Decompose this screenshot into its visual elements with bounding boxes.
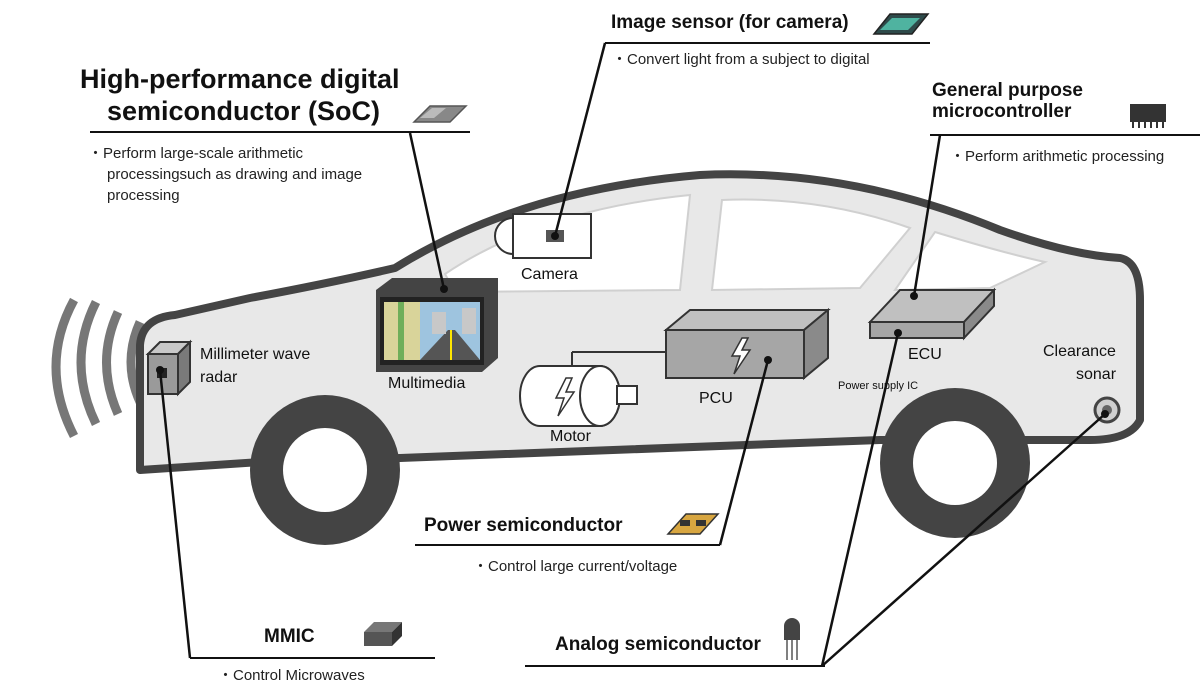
rear-wheel [880,388,1030,538]
mmic-description: ・Control Microwaves [218,667,365,684]
sonar-label-line2: sonar [1076,366,1117,383]
motor-component [519,351,665,427]
ecu-component [867,287,997,341]
radar-component [145,339,193,397]
navigation-screen-icon [376,278,498,372]
transistor-icon [784,618,800,660]
camera-component [494,213,592,259]
radar-label-line1: Millimeter wave [200,346,311,363]
pcu-label: PCU [699,390,733,407]
leader-lines [158,42,1106,667]
soc-desc-line3: processing [107,187,180,204]
chip-icon [364,622,402,646]
mcu-heading-line2: microcontroller [932,101,1072,122]
chip-icon [1130,104,1166,128]
multimedia-label: Multimedia [388,375,466,392]
heading-underlines [90,42,1200,667]
soc-desc-line2: processingsuch as drawing and image [107,166,363,183]
image-sensor-description: ・Convert light from a subject to digital [612,51,870,68]
motor-label: Motor [550,428,591,445]
power-heading: Power semiconductor [424,515,623,536]
camera-label: Camera [521,266,578,283]
lightning-icon [554,377,576,417]
mcu-heading-line1: General purpose [932,80,1083,101]
chip-icon [666,513,720,535]
radio-wave-icon [51,297,145,439]
soc-desc-line1: ・Perform large-scale arithmetic [88,145,304,162]
pcu-component [663,307,831,381]
chip-icon [872,13,930,35]
analog-heading: Analog semiconductor [555,634,761,655]
front-wheel [250,395,400,545]
soc-heading-line1: High-performance digital [80,64,400,94]
leader-dots [156,232,1109,418]
chip-icon [412,105,468,123]
radar-label-line2: radar [200,369,238,386]
power-description: ・Control large current/voltage [473,558,678,575]
soc-description: ・Perform large-scale arithmetic processi… [88,143,362,206]
lightning-icon [730,337,752,375]
image-sensor-heading: Image sensor (for camera) [611,12,849,33]
power-ic-label: Power supply IC [838,380,919,392]
ecu-label: ECU [908,346,942,363]
sonar-label-line1: Clearance [1043,343,1116,360]
soc-heading-line2: semiconductor (SoC) [107,96,381,126]
mcu-description: ・Perform arithmetic processing [950,148,1165,165]
mmic-heading: MMIC [264,626,315,647]
